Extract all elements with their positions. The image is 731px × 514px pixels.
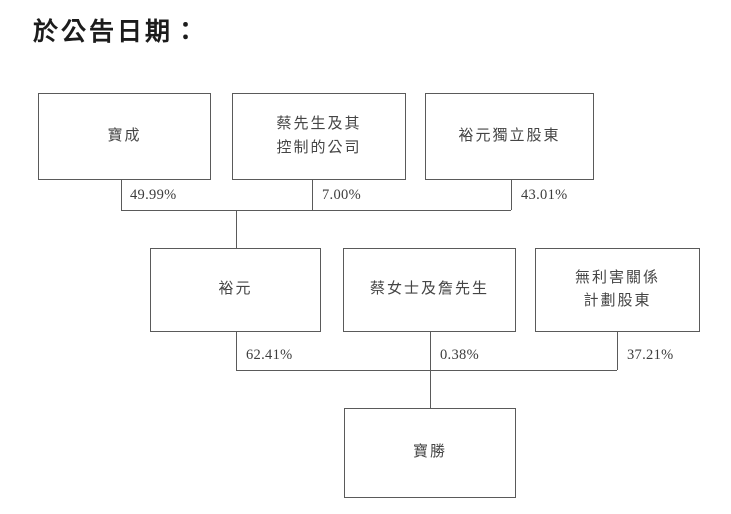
connector-yue-yuen-independent-down (511, 180, 512, 210)
percent-label-ms-tsai-and-mr-chan: 0.38% (440, 347, 479, 363)
node-bao-cheng[interactable]: 寶成 (38, 93, 211, 180)
percent-label-yue-yuen-independent: 43.01% (521, 187, 568, 203)
node-yue-yuen-label: 裕元 (218, 281, 253, 298)
node-yue-yuen[interactable]: 裕元 (150, 248, 321, 332)
node-disinterested-scheme-shareholders-label: 無利害關係 計劃股東 (574, 269, 660, 309)
node-ms-tsai-and-mr-chan-label: 蔡女士及詹先生 (369, 281, 489, 298)
connector-bus-tier1 (121, 210, 511, 211)
connector-bus-to-bao-sheng (430, 370, 431, 408)
connector-disinterested-holders-down (617, 332, 618, 370)
node-ms-tsai-and-mr-chan[interactable]: 蔡女士及詹先生 (343, 248, 516, 332)
page-title: 於公告日期： (33, 19, 202, 46)
percent-label-mr-tsai-group: 7.00% (322, 187, 361, 203)
connector-bus-tier2 (236, 370, 617, 371)
percent-label-bao-cheng: 49.99% (130, 187, 177, 203)
connector-bao-cheng-down (121, 180, 122, 210)
node-yue-yuen-independent-shareholders-label: 裕元獨立股東 (458, 127, 561, 144)
connector-mr-tsai-group-down (312, 180, 313, 210)
node-mr-tsai-group-label: 蔡先生及其 控制的公司 (276, 116, 362, 156)
percent-label-disinterested-holders: 37.21% (627, 347, 674, 363)
percent-label-yue-yuen: 62.41% (246, 347, 293, 363)
node-bao-sheng[interactable]: 寶勝 (344, 408, 516, 498)
connector-ms-tsai-and-mr-chan-down (430, 332, 431, 370)
node-mr-tsai-group[interactable]: 蔡先生及其 控制的公司 (232, 93, 406, 180)
node-bao-cheng-label: 寶成 (107, 127, 142, 144)
connector-yue-yuen-down (236, 332, 237, 370)
node-bao-sheng-label: 寶勝 (412, 444, 447, 461)
connector-bus-to-yue-yuen (236, 210, 237, 248)
node-yue-yuen-independent-shareholders[interactable]: 裕元獨立股東 (425, 93, 594, 180)
node-disinterested-scheme-shareholders[interactable]: 無利害關係 計劃股東 (535, 248, 700, 332)
